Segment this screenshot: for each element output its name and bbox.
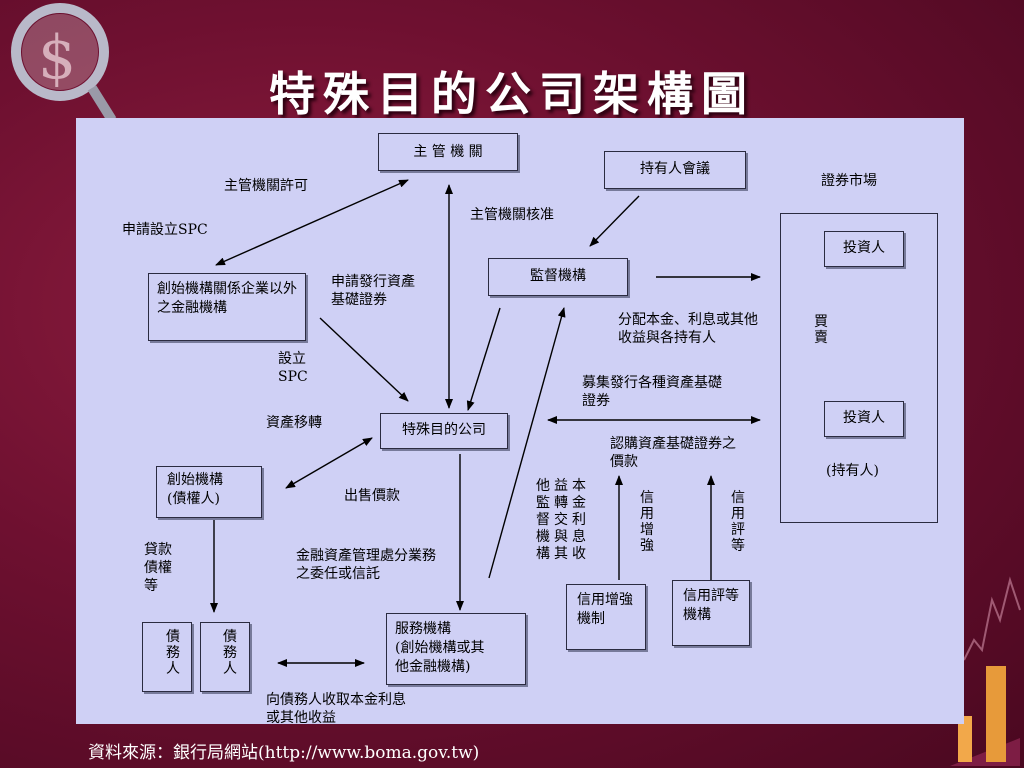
label-pass-to-supervisor: 本金利息收 益轉交與其 他監督機構 — [534, 476, 592, 566]
supervisor-node: 監督機構 — [488, 258, 628, 296]
vertical-char: 機 — [536, 529, 550, 545]
slide-title: 特殊目的公司架構圖 — [269, 67, 755, 121]
arrow-permit — [215, 179, 409, 266]
vertical-char: 他 — [536, 478, 550, 494]
arrow-asset-transfer — [285, 437, 373, 489]
vertical-char: 其 — [554, 546, 568, 562]
label-sale-price: 出售價款 — [344, 488, 400, 504]
servicer-label: 服務機構 — [395, 621, 451, 637]
debtor-node-2: 債務人 — [200, 622, 250, 692]
vertical-char: 收 — [572, 546, 586, 562]
investor-node-bottom: 投資人 — [824, 401, 904, 437]
svg-text:$: $ — [38, 23, 76, 93]
label-apply-issue: 申請發行資產基礎證券 — [331, 274, 415, 308]
arrow-meeting-supervisor — [589, 195, 640, 247]
credit-enhancer-node: 信用增強機制 — [566, 584, 646, 650]
originator-label: 創始機構 — [167, 472, 223, 488]
servicer-node: 服務機構 (創始機構或其 他金融機構) — [386, 613, 526, 685]
authority-node: 主 管 機 關 — [378, 133, 518, 171]
securities-market-label: 證券市場 — [821, 173, 877, 189]
non-originator-fi-node: 創始機構關係企業以外之金融機構 — [148, 273, 306, 341]
label-subscribe: 認購資產基礎證券之價款 — [610, 436, 736, 470]
servicer-detail-2: 他金融機構) — [395, 659, 471, 675]
label-collect: 向債務人收取本金利息或其他收益 — [266, 692, 406, 726]
rating-agency-node: 信用評等機構 — [672, 580, 750, 646]
holders-meeting-node: 持有人會議 — [604, 151, 746, 189]
label-asset-transfer: 資產移轉 — [266, 415, 322, 431]
originator-node: 創始機構 (債權人) — [156, 466, 262, 518]
label-authority-approve: 主管機關核准 — [470, 207, 554, 223]
vertical-char: 益 — [554, 478, 568, 494]
securities-market-frame — [780, 213, 938, 523]
debtor-node-1: 債務人 — [142, 622, 192, 692]
bar-chart-decoration — [950, 666, 1020, 766]
investor-node-top: 投資人 — [824, 231, 904, 267]
originator-role: (債權人) — [167, 491, 220, 507]
vertical-char: 交 — [554, 511, 568, 528]
holder-note: (持有人) — [826, 463, 879, 479]
vertical-char: 督 — [536, 512, 550, 528]
servicer-detail-1: (創始機構或其 — [395, 640, 485, 656]
label-authority-permit: 主管機關許可 — [224, 178, 308, 194]
vertical-char: 金 — [572, 495, 586, 511]
label-apply-spc: 申請設立SPC — [122, 222, 208, 238]
vertical-char: 息 — [572, 528, 586, 545]
vertical-char: 轉 — [554, 495, 568, 511]
arrow-servicer-supervisor — [488, 307, 566, 579]
vertical-char: 監 — [536, 494, 550, 511]
arrows-layer — [210, 179, 866, 667]
vertical-char: 利 — [572, 512, 586, 528]
trend-line-decoration — [964, 576, 1021, 661]
vertical-char: 本 — [572, 478, 586, 494]
label-mgmt-delegation: 金融資產管理處分業務之委任或信託 — [296, 548, 436, 582]
label-raise: 募集發行各種資產基礎證券 — [582, 375, 722, 409]
label-distribute: 分配本金、利息或其他收益與各持有人 — [618, 312, 758, 346]
diagram-panel: 證券市場 主 管 機 關 持有人會議 監督機構 創始機構關係企業以外之金融機構 … — [76, 118, 964, 726]
arrow-fi-spc — [319, 317, 409, 402]
source-citation: 資料來源：銀行局網站(http://www.boma.gov.tw) — [88, 743, 480, 763]
vertical-char: 構 — [536, 546, 550, 562]
magnifier-dollar-decoration: $ — [11, 3, 117, 123]
arrow-supervisor-spc — [466, 307, 501, 411]
label-credit-rating: 信用評等 — [731, 490, 745, 554]
label-loan-claims: 貸款債權等 — [144, 542, 172, 594]
label-setup-spc: 設立 SPC — [278, 351, 308, 385]
label-trade: 買賣 — [814, 314, 828, 346]
vertical-char: 與 — [554, 529, 568, 545]
label-credit-enhance: 信用增強 — [640, 490, 654, 554]
spc-node: 特殊目的公司 — [380, 413, 508, 449]
